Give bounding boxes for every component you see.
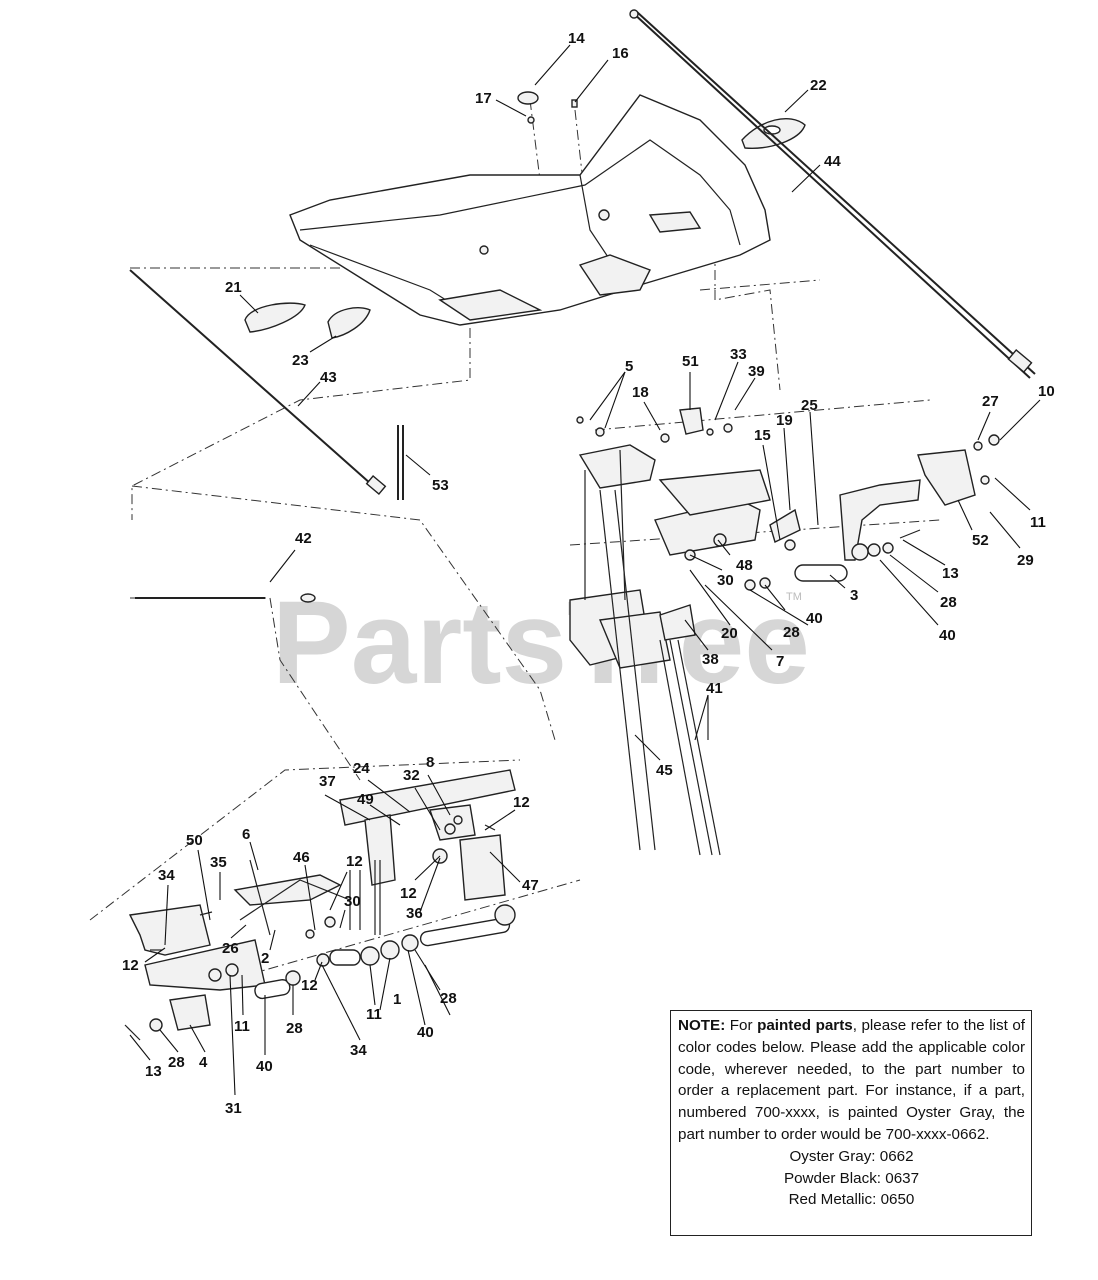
callout-label: 28 [940, 594, 957, 611]
color-code-item: Red Metallic: 0650 [788, 1191, 915, 1209]
callout-label: 8 [426, 754, 434, 771]
note-text-2: , please refer to the list of color code… [678, 1017, 1025, 1143]
callout-label: 42 [295, 530, 312, 547]
callout-label: 48 [736, 557, 753, 574]
callout-label: 35 [210, 854, 227, 871]
callout-label: 37 [319, 773, 336, 790]
callout-label: 3 [850, 587, 858, 604]
color-code-item: Powder Black: 0637 [783, 1169, 920, 1187]
callout-label: 23 [292, 352, 309, 369]
callout-label: 28 [168, 1054, 185, 1071]
callout-label: 28 [440, 990, 457, 1007]
callout-label: 17 [475, 90, 492, 107]
callout-label: 12 [301, 977, 318, 994]
callout-label: 13 [942, 565, 959, 582]
callout-label: 40 [806, 610, 823, 627]
callout-label: 22 [810, 77, 827, 94]
callout-label: 29 [1017, 552, 1034, 569]
callout-label: 13 [145, 1063, 162, 1080]
callout-label: 25 [801, 397, 818, 414]
callout-label: 12 [400, 885, 417, 902]
callout-label: 24 [353, 760, 370, 777]
callout-label: 16 [612, 45, 629, 62]
callout-label: 26 [222, 940, 239, 957]
callout-label: 12 [122, 957, 139, 974]
callout-label: 30 [344, 893, 361, 910]
callout-label: 39 [748, 363, 765, 380]
top-small-parts [517, 91, 806, 149]
leader-lines [129, 44, 1041, 1096]
callout-label: 10 [1038, 383, 1055, 400]
callout-label: 34 [158, 867, 175, 884]
right-linkage [569, 407, 1000, 856]
note-text-1: For [725, 1017, 758, 1034]
watermark: PartsTree [272, 577, 810, 709]
callout-label: 36 [406, 905, 423, 922]
callout-label: 11 [1030, 514, 1046, 531]
callout-label: 15 [754, 427, 771, 444]
callout-label: 12 [346, 853, 363, 870]
callout-label: 12 [513, 794, 530, 811]
callout-label: 14 [568, 30, 585, 47]
callout-label: 32 [403, 767, 420, 784]
callout-label: 40 [417, 1024, 434, 1041]
callout-label: 21 [225, 279, 242, 296]
callout-label: 31 [225, 1100, 242, 1117]
color-code-item: Oyster Gray: 0662 [789, 1147, 914, 1165]
callout-label: 18 [632, 384, 649, 401]
callout-label: 44 [824, 153, 841, 170]
color-code-list: Oyster Gray: 0662 Powder Black: 0637 Red… [678, 1146, 1025, 1211]
callout-label: 7 [776, 653, 784, 670]
callout-label: 11 [234, 1018, 250, 1035]
callout-label: 5 [625, 358, 633, 375]
callout-label: 51 [682, 353, 699, 370]
callout-label: 19 [776, 412, 793, 429]
callout-label: 38 [702, 651, 719, 668]
callout-label: 46 [293, 849, 310, 866]
callout-label: 33 [730, 346, 747, 363]
callout-label: 28 [783, 624, 800, 641]
callout-label: 27 [982, 393, 999, 410]
callout-label: 11 [366, 1006, 382, 1023]
left-linkage [124, 769, 516, 1041]
callout-label: 40 [939, 627, 956, 644]
callout-label: 6 [242, 826, 250, 843]
cable-rods [129, 9, 1036, 603]
callout-label: 20 [721, 625, 738, 642]
callout-label: 49 [357, 791, 374, 808]
callout-label: 45 [656, 762, 673, 779]
callout-label: 52 [972, 532, 989, 549]
callout-label: 4 [199, 1054, 208, 1071]
callout-label: 30 [717, 572, 734, 589]
callout-label: 41 [706, 680, 723, 697]
note-bold: painted parts [757, 1017, 853, 1034]
callout-label: 53 [432, 477, 449, 494]
callout-label: 50 [186, 832, 203, 849]
callout-label: 1 [393, 991, 401, 1008]
callout-labels: 14 16 17 22 44 21 23 43 53 42 5 51 33 39… [122, 30, 1055, 1117]
note-lead: NOTE: [678, 1017, 726, 1034]
callout-label: 47 [522, 877, 539, 894]
callout-label: 34 [350, 1042, 367, 1059]
watermark-trademark: TM [786, 591, 802, 603]
knobs [244, 302, 371, 339]
callout-label: 2 [261, 950, 269, 967]
dash-panel [289, 94, 771, 326]
callout-label: 43 [320, 369, 337, 386]
painted-parts-note: NOTE: For painted parts, please refer to… [670, 1010, 1032, 1236]
callout-label: 40 [256, 1058, 273, 1075]
callout-label: 28 [286, 1020, 303, 1037]
